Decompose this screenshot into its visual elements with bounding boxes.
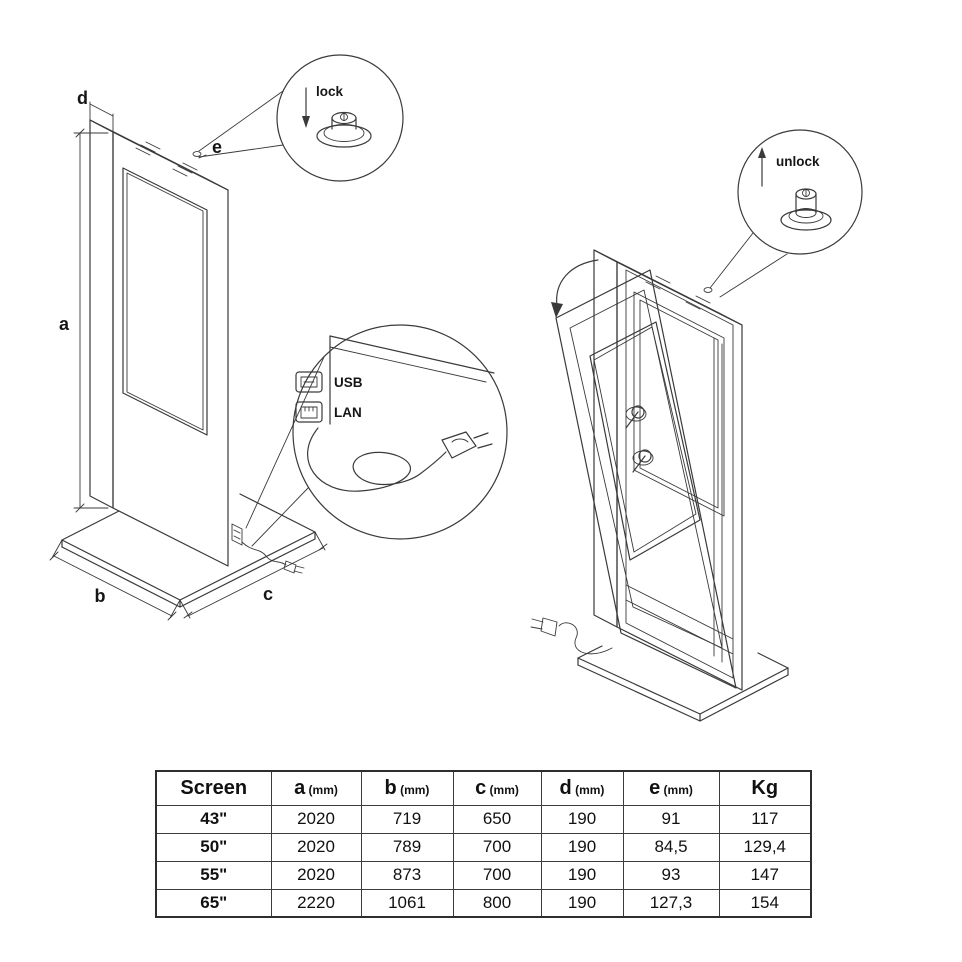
- unlock-hole: [703, 287, 713, 293]
- connection-detail-callout: USB LAN: [292, 324, 508, 540]
- value-cell: 154: [718, 888, 812, 918]
- dim-label-a: a: [59, 314, 70, 334]
- panel-edge: [329, 335, 495, 425]
- value-cell: 873: [360, 860, 454, 890]
- dim-label-e: e: [212, 137, 222, 157]
- unlock-leader-lines: [709, 232, 788, 298]
- column-header: b (mm): [360, 770, 454, 806]
- value-cell: 93: [622, 860, 720, 890]
- column-header: e (mm): [622, 770, 720, 806]
- value-cell: 190: [540, 832, 624, 862]
- column-header: Kg: [718, 770, 812, 806]
- power-cable-icon: [307, 427, 493, 492]
- power-cord-icon: [530, 617, 613, 655]
- usb-label: USB: [334, 375, 363, 390]
- value-cell: 117: [718, 804, 812, 834]
- base-plate-open-view: [577, 645, 789, 722]
- value-cell: 719: [360, 804, 454, 834]
- unlock-detail-callout: unlock: [737, 129, 863, 255]
- lock-label: lock: [316, 84, 344, 99]
- lock-down-arrow-icon: [302, 87, 310, 128]
- lock-knob-icon: [316, 111, 372, 148]
- screen-size-cell: 55": [155, 860, 272, 890]
- cam-lock-icons: [625, 405, 654, 473]
- dimension-b: b: [49, 539, 181, 621]
- value-cell: 650: [452, 804, 542, 834]
- value-cell: 84,5: [622, 832, 720, 862]
- value-cell: 1061: [360, 888, 454, 918]
- value-cell: 2220: [270, 888, 362, 918]
- dimension-c: c: [179, 531, 328, 619]
- column-header: a (mm): [270, 770, 362, 806]
- dimension-e: e: [198, 137, 222, 159]
- dim-label-c: c: [263, 584, 273, 604]
- value-cell: 129,4: [718, 832, 812, 862]
- dim-label-d: d: [77, 88, 88, 108]
- value-cell: 190: [540, 888, 624, 918]
- dimension-d: d: [77, 88, 114, 133]
- value-cell: 127,3: [622, 888, 720, 918]
- usb-port-icon: [295, 371, 323, 393]
- lock-detail-callout: lock: [276, 54, 404, 182]
- top-vent-slots: [135, 141, 198, 177]
- lock-leader-lines: [198, 90, 284, 158]
- screen-size-cell: 43": [155, 804, 272, 834]
- dimension-a: a: [59, 128, 109, 513]
- base-plate: [61, 493, 316, 608]
- kiosk-closed-view: [61, 119, 316, 608]
- kiosk-open-view: [530, 249, 789, 722]
- kiosk-screen-outline: [122, 167, 208, 436]
- unlock-up-arrow-icon: [758, 147, 766, 187]
- unlock-label: unlock: [776, 154, 820, 169]
- screen-size-cell: 50": [155, 832, 272, 862]
- value-cell: 91: [622, 804, 720, 834]
- value-cell: 2020: [270, 804, 362, 834]
- value-cell: 190: [540, 860, 624, 890]
- kiosk-diagram: a d b c e lock: [49, 54, 863, 722]
- door-swing-arrow-icon: [551, 259, 599, 318]
- value-cell: 700: [452, 860, 542, 890]
- value-cell: 700: [452, 832, 542, 862]
- lock-hole: [192, 151, 202, 157]
- interior-components: [625, 291, 734, 663]
- column-header: Screen: [155, 770, 272, 806]
- cable-leader-lines: [245, 356, 325, 547]
- value-cell: 789: [360, 832, 454, 862]
- value-cell: 190: [540, 804, 624, 834]
- value-cell: 2020: [270, 832, 362, 862]
- value-cell: 2020: [270, 860, 362, 890]
- dim-label-b: b: [95, 586, 106, 606]
- lan-label: LAN: [334, 405, 362, 420]
- value-cell: 147: [718, 860, 812, 890]
- column-header: d (mm): [540, 770, 624, 806]
- open-door: [555, 269, 737, 689]
- lan-port-icon: [295, 401, 323, 423]
- top-vent-slots-open: [645, 275, 711, 310]
- bottom-io-panel: [231, 523, 305, 574]
- value-cell: 800: [452, 888, 542, 918]
- column-header: c (mm): [452, 770, 542, 806]
- unlock-knob-icon: [780, 188, 832, 231]
- screen-size-cell: 65": [155, 888, 272, 918]
